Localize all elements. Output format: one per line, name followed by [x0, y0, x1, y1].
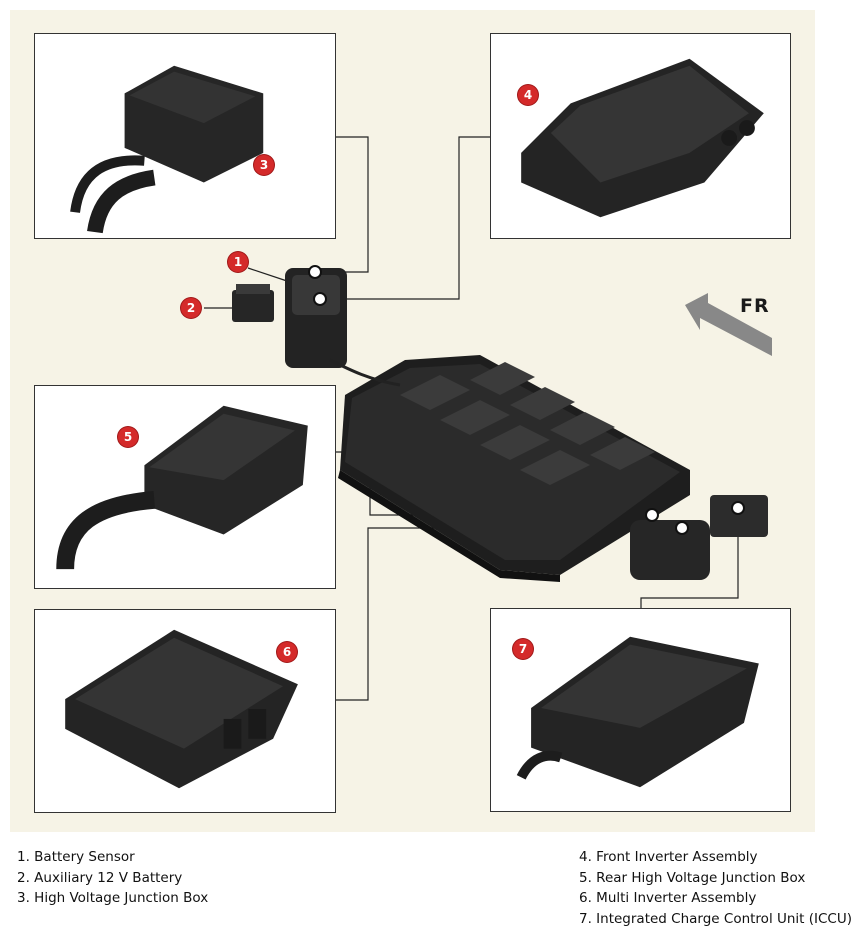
- legend-item: 3. High Voltage Junction Box: [17, 890, 209, 906]
- legend-item: 4. Front Inverter Assembly: [579, 849, 758, 865]
- callout-4: 4: [518, 85, 538, 105]
- direction-label: FR: [740, 295, 770, 317]
- callout-3: 3: [254, 155, 274, 175]
- callout-6: 6: [277, 642, 297, 662]
- legend-item: 2. Auxiliary 12 V Battery: [17, 869, 183, 886]
- legend-item: 7. Integrated Charge Control Unit (ICCU): [579, 910, 851, 927]
- detail-box-front-inverter-assembly: [490, 33, 791, 239]
- legend-right: 4. Front Inverter Assembly 5. Rear High …: [579, 847, 851, 929]
- callout-5: 5: [118, 427, 138, 447]
- callout-1: 1: [228, 252, 248, 272]
- legend-item: 1. Battery Sensor: [17, 849, 135, 865]
- legend-item: 6. Multi Inverter Assembly: [579, 890, 757, 906]
- detail-box-high-voltage-junction-box: [34, 33, 336, 239]
- detail-box-integrated-charge-control-unit: [490, 608, 791, 812]
- detail-box-multi-inverter-assembly: [34, 609, 336, 813]
- detail-box-rear-high-voltage-junction-box: [34, 385, 336, 589]
- callout-2: 2: [181, 298, 201, 318]
- legend-item: 5. Rear High Voltage Junction Box: [579, 869, 806, 886]
- legend-left: 1. Battery Sensor 2. Auxiliary 12 V Batt…: [17, 847, 208, 909]
- callout-7: 7: [513, 639, 533, 659]
